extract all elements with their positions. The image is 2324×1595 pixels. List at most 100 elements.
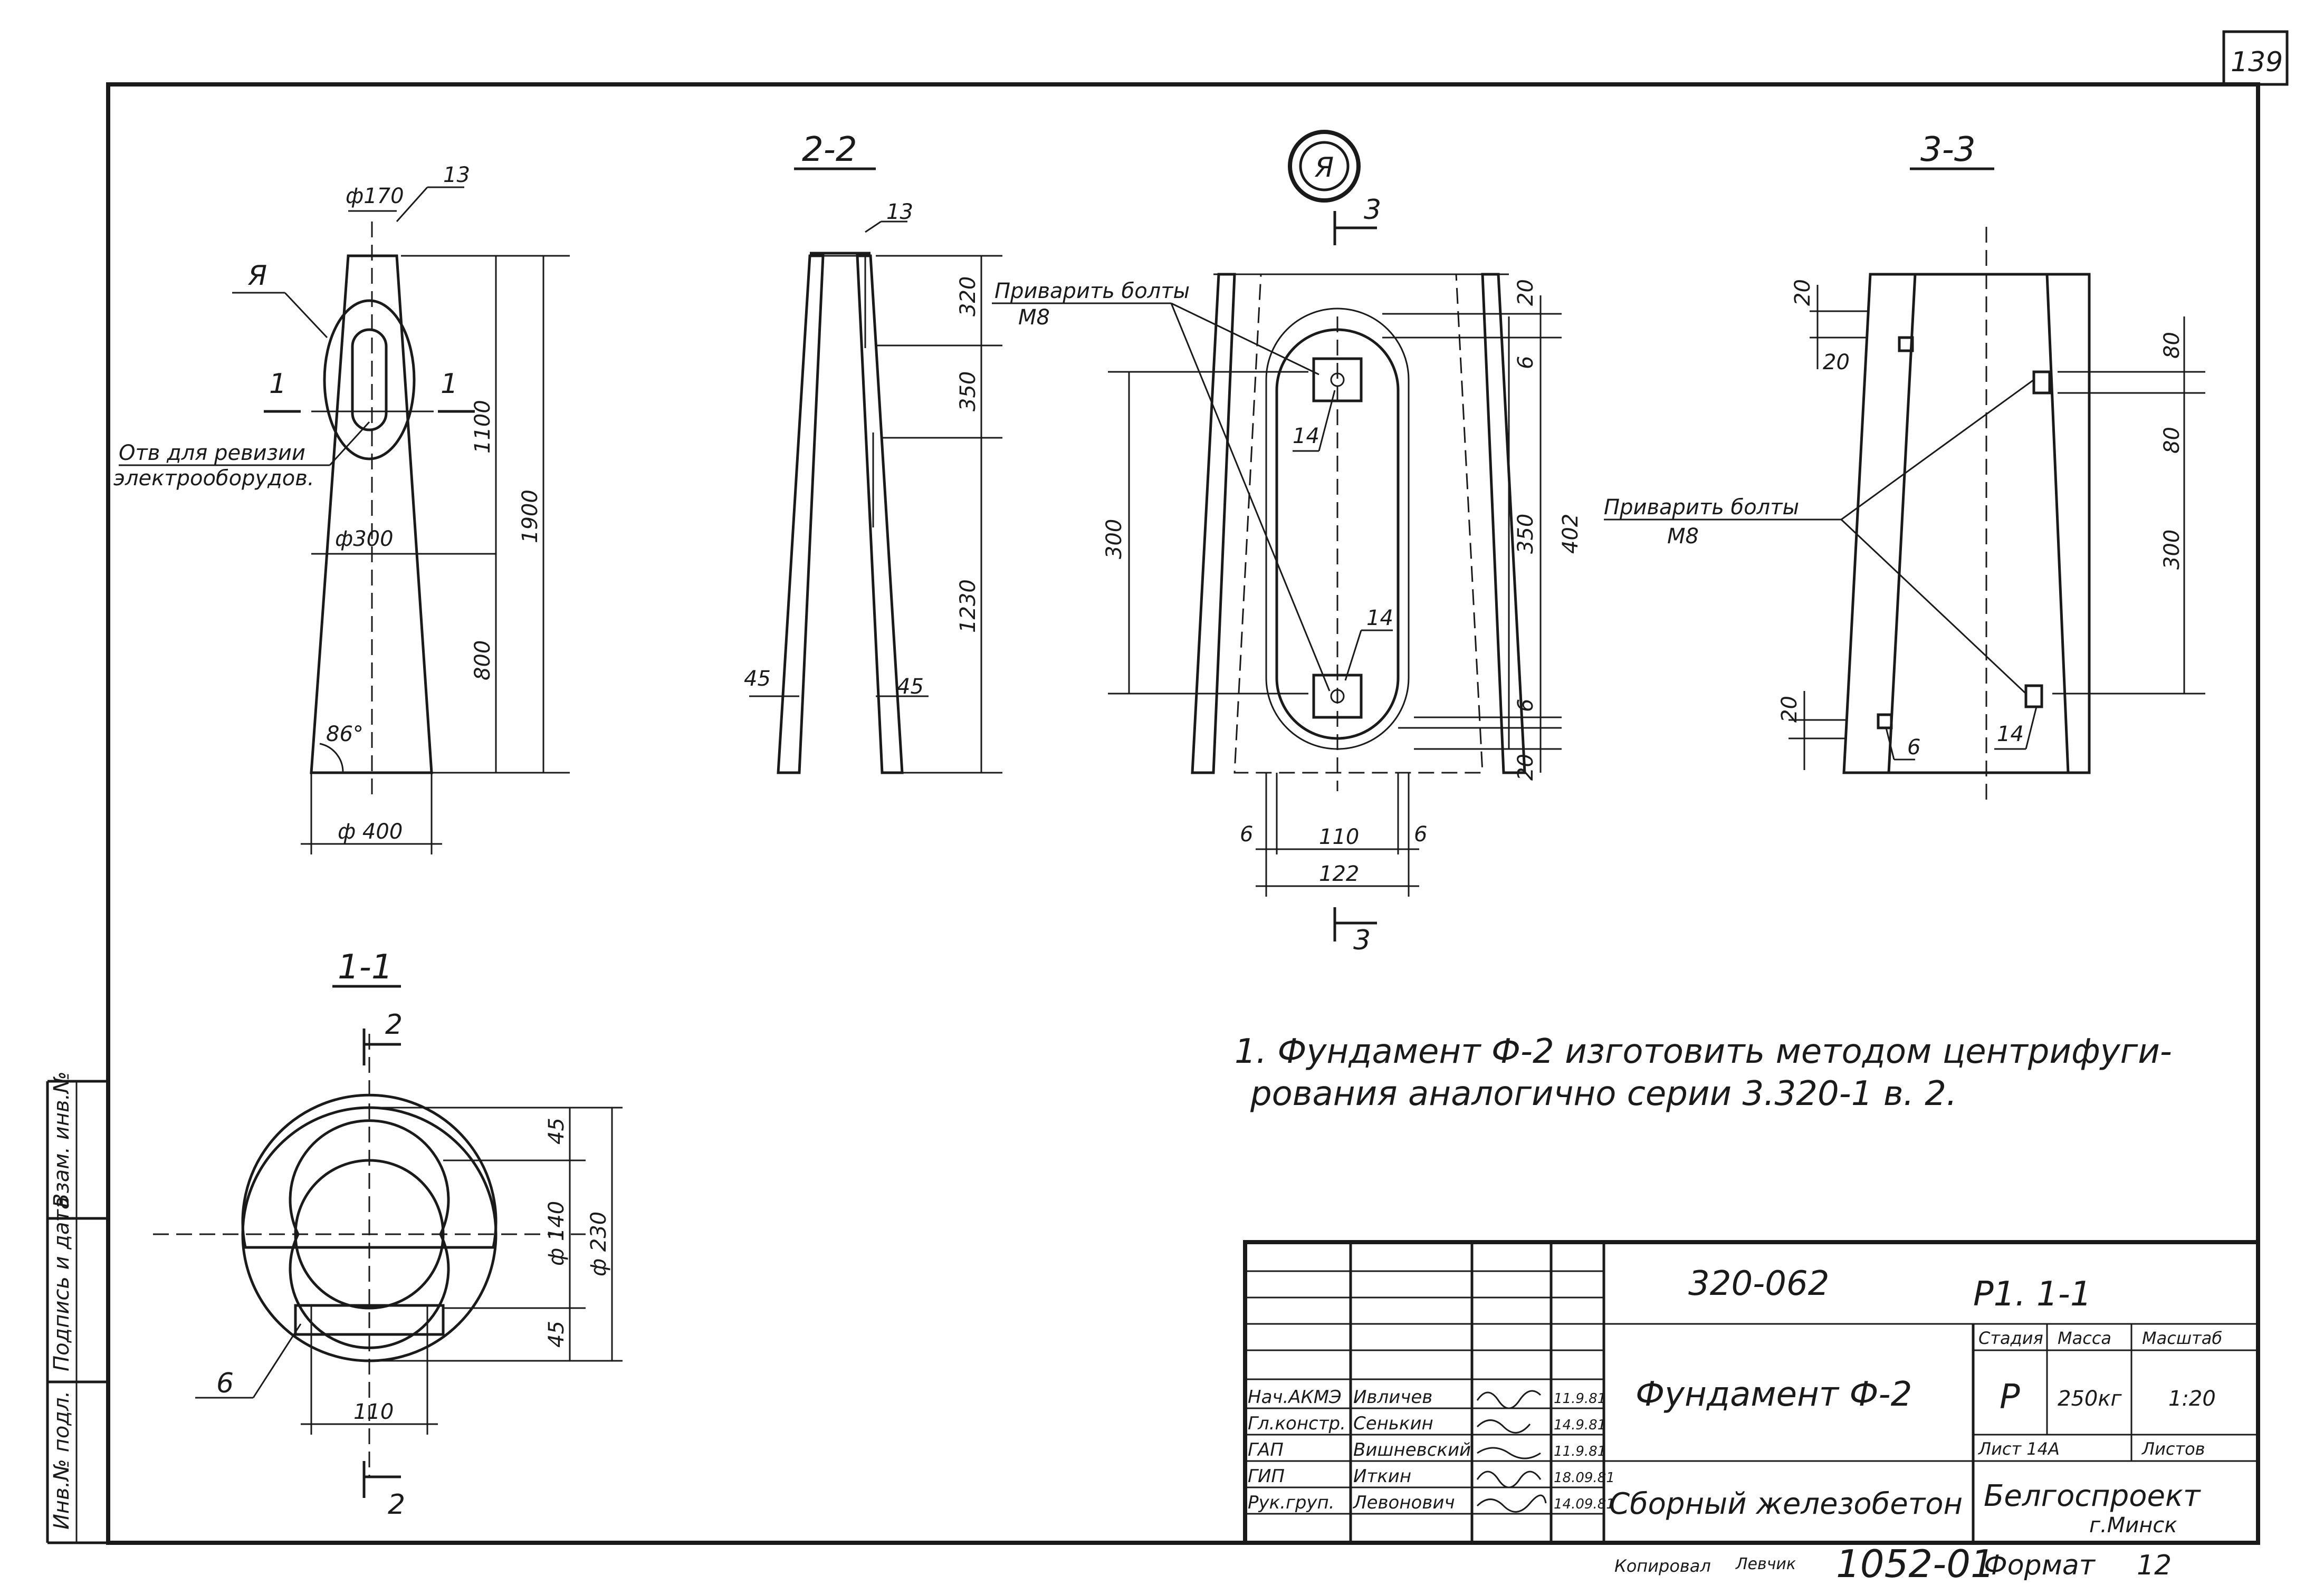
top-diameter: ф170 (346, 184, 404, 208)
stage-value: Р (2000, 1378, 2020, 1417)
format-value: 12 (2137, 1550, 2172, 1581)
dim-1100: 1100 (471, 400, 495, 454)
category: Сборный железобетон (1609, 1487, 1963, 1521)
sig-name-5: Левонович (1352, 1492, 1455, 1513)
section-mark-1-right: 1 (441, 368, 458, 400)
sig-date-2: 14.9.81 (1554, 1417, 1606, 1433)
sheet-code: Р1. 1-1 (1973, 1275, 2092, 1314)
header-mass: Масса (2058, 1328, 2111, 1348)
hole-note-line1: Отв для ревизии (119, 441, 305, 465)
detail-A-circle (1288, 130, 1361, 203)
dim-350-A: 350 (1514, 514, 1538, 554)
sig-name-1: Ивличев (1353, 1387, 1432, 1408)
dim-45-bottom: 45 (544, 1321, 569, 1348)
sheet-label: Лист 14А (1978, 1439, 2060, 1459)
detail-A-title: Я (1314, 152, 1334, 184)
dim-6-right: 6 (1414, 822, 1427, 847)
inspection-hole (351, 328, 388, 431)
inspection-hole-ellipse (323, 299, 416, 460)
note-line-1: 1. Фундамент Ф-2 изготовить методом цент… (1235, 1032, 2172, 1071)
dim-6-bottom: 6 (1514, 699, 1538, 712)
weld-note-33-line2: М8 (1667, 524, 1699, 549)
sig-date-4: 18.09.81 (1554, 1470, 1615, 1486)
dim-300-A: 300 (1102, 519, 1126, 559)
dim-230: ф 230 (587, 1212, 611, 1276)
sig-name-4: Иткин (1353, 1466, 1411, 1487)
section-1-1-view: 1-1 2 2 45 ф 140 ф 230 45 110 (153, 948, 623, 1521)
section-3-3-plate-top (1898, 336, 1914, 352)
callout-A: Я (247, 260, 267, 292)
dim-140: ф 140 (544, 1201, 569, 1266)
org-line2: г.Минск (2089, 1513, 2177, 1538)
dim-350: 350 (956, 371, 980, 411)
section-mark-3-bottom: 3 (1353, 925, 1371, 956)
section-3-3-plate-bottom (1877, 713, 1893, 729)
base-diameter: ф 400 (338, 820, 403, 844)
sig-name-2: Сенькин (1353, 1413, 1433, 1434)
dim-110-A: 110 (1319, 825, 1359, 849)
sig-date-1: 11.9.81 (1554, 1391, 1606, 1407)
dim-1230: 1230 (956, 579, 980, 633)
dim-80-a: 80 (2160, 332, 2184, 359)
elevation-view: 1 1 ф170 13 Я Отв для ревизии электрообо… (113, 163, 570, 854)
callout-14-bottom: 14 (1366, 606, 1393, 630)
callout-14-33: 14 (1997, 722, 2024, 746)
sheet-number-box (2222, 30, 2289, 86)
section-2-2-callout-13: 13 (886, 200, 913, 224)
dim-20-bottom: 20 (1514, 754, 1538, 781)
dim-320: 320 (956, 276, 980, 316)
sig-role-3: ГАП (1248, 1439, 1284, 1461)
org-line1: Белгоспроект (1984, 1479, 2201, 1513)
dim-20-b: 20 (1823, 350, 1850, 374)
header-scale: Масштаб (2142, 1328, 2222, 1348)
copied-by: Копировал (1614, 1556, 1711, 1576)
dim-110-11: 110 (353, 1400, 394, 1424)
dim-20-top: 20 (1514, 279, 1538, 306)
callout-14-top: 14 (1293, 424, 1319, 448)
detail-A-body (1233, 273, 1484, 774)
dim-45-top: 45 (544, 1118, 569, 1145)
copier-signature: Левчик (1735, 1555, 1796, 1573)
section-mark-3-top: 3 (1364, 194, 1381, 226)
sig-role-5: Рук.груп. (1248, 1492, 1335, 1513)
dim-6-top: 6 (1514, 356, 1538, 369)
scale-value: 1:20 (2168, 1387, 2216, 1411)
sheet-number: 139 (2231, 46, 2283, 78)
callout-6-33: 6 (1907, 735, 1920, 760)
dim-402: 402 (1558, 514, 1583, 554)
weld-note-line2: М8 (1018, 305, 1050, 330)
sig-role-4: ГИП (1248, 1466, 1285, 1487)
dim-300-33: 300 (2160, 530, 2184, 570)
wall-45-right: 45 (897, 675, 924, 699)
angle-86: 86° (326, 722, 364, 746)
section-2-2-left-wall (777, 254, 825, 774)
title-block: Нач.АКМЭ Ивличев 11.9.81 Гл.констр. Сень… (1243, 1240, 2260, 1586)
section-mark-1-left: 1 (269, 368, 286, 400)
side-stamp-replace-inv: Взам. инв.№ (50, 1071, 74, 1208)
section-1-1-title: 1-1 (338, 948, 393, 987)
section-mark-2-top: 2 (385, 1009, 403, 1041)
section-3-3-left-wall (1842, 273, 1917, 774)
section-2-2-title: 2-2 (802, 130, 857, 169)
header-stage: Стадия (1978, 1328, 2043, 1348)
format-label: Формат (1984, 1550, 2096, 1581)
detail-A-view: Я 3 14 14 Приварить болты М8 (992, 130, 1583, 956)
weld-note-33-line1: Приварить болты (1604, 495, 1799, 520)
bolt-top-33 (2032, 370, 2051, 395)
doc-code: 320-062 (1688, 1264, 1829, 1303)
section-2-2-right-wall (856, 254, 904, 774)
sheets-label: Листов (2141, 1439, 2205, 1459)
section-2-2-view: 2-2 13 320 350 1230 45 45 (744, 130, 1002, 774)
section-3-3-view: 3-3 20 20 20 80 80 300 Приварить болты М… (1604, 130, 2205, 802)
sig-date-3: 11.9.81 (1554, 1444, 1606, 1459)
sig-role-1: Нач.АКМЭ (1248, 1387, 1342, 1408)
notes-block: 1. Фундамент Ф-2 изготовить методом цент… (1235, 1032, 2172, 1113)
bolt-bottom-33 (2024, 684, 2043, 708)
mass-value: 250кг (2058, 1387, 2122, 1411)
dim-122: 122 (1319, 862, 1359, 886)
sig-date-5: 14.09.81 (1554, 1496, 1615, 1512)
dim-1900: 1900 (518, 489, 542, 543)
product-name: Фундамент Ф-2 (1636, 1375, 1912, 1414)
wall-45-left: 45 (744, 667, 771, 691)
